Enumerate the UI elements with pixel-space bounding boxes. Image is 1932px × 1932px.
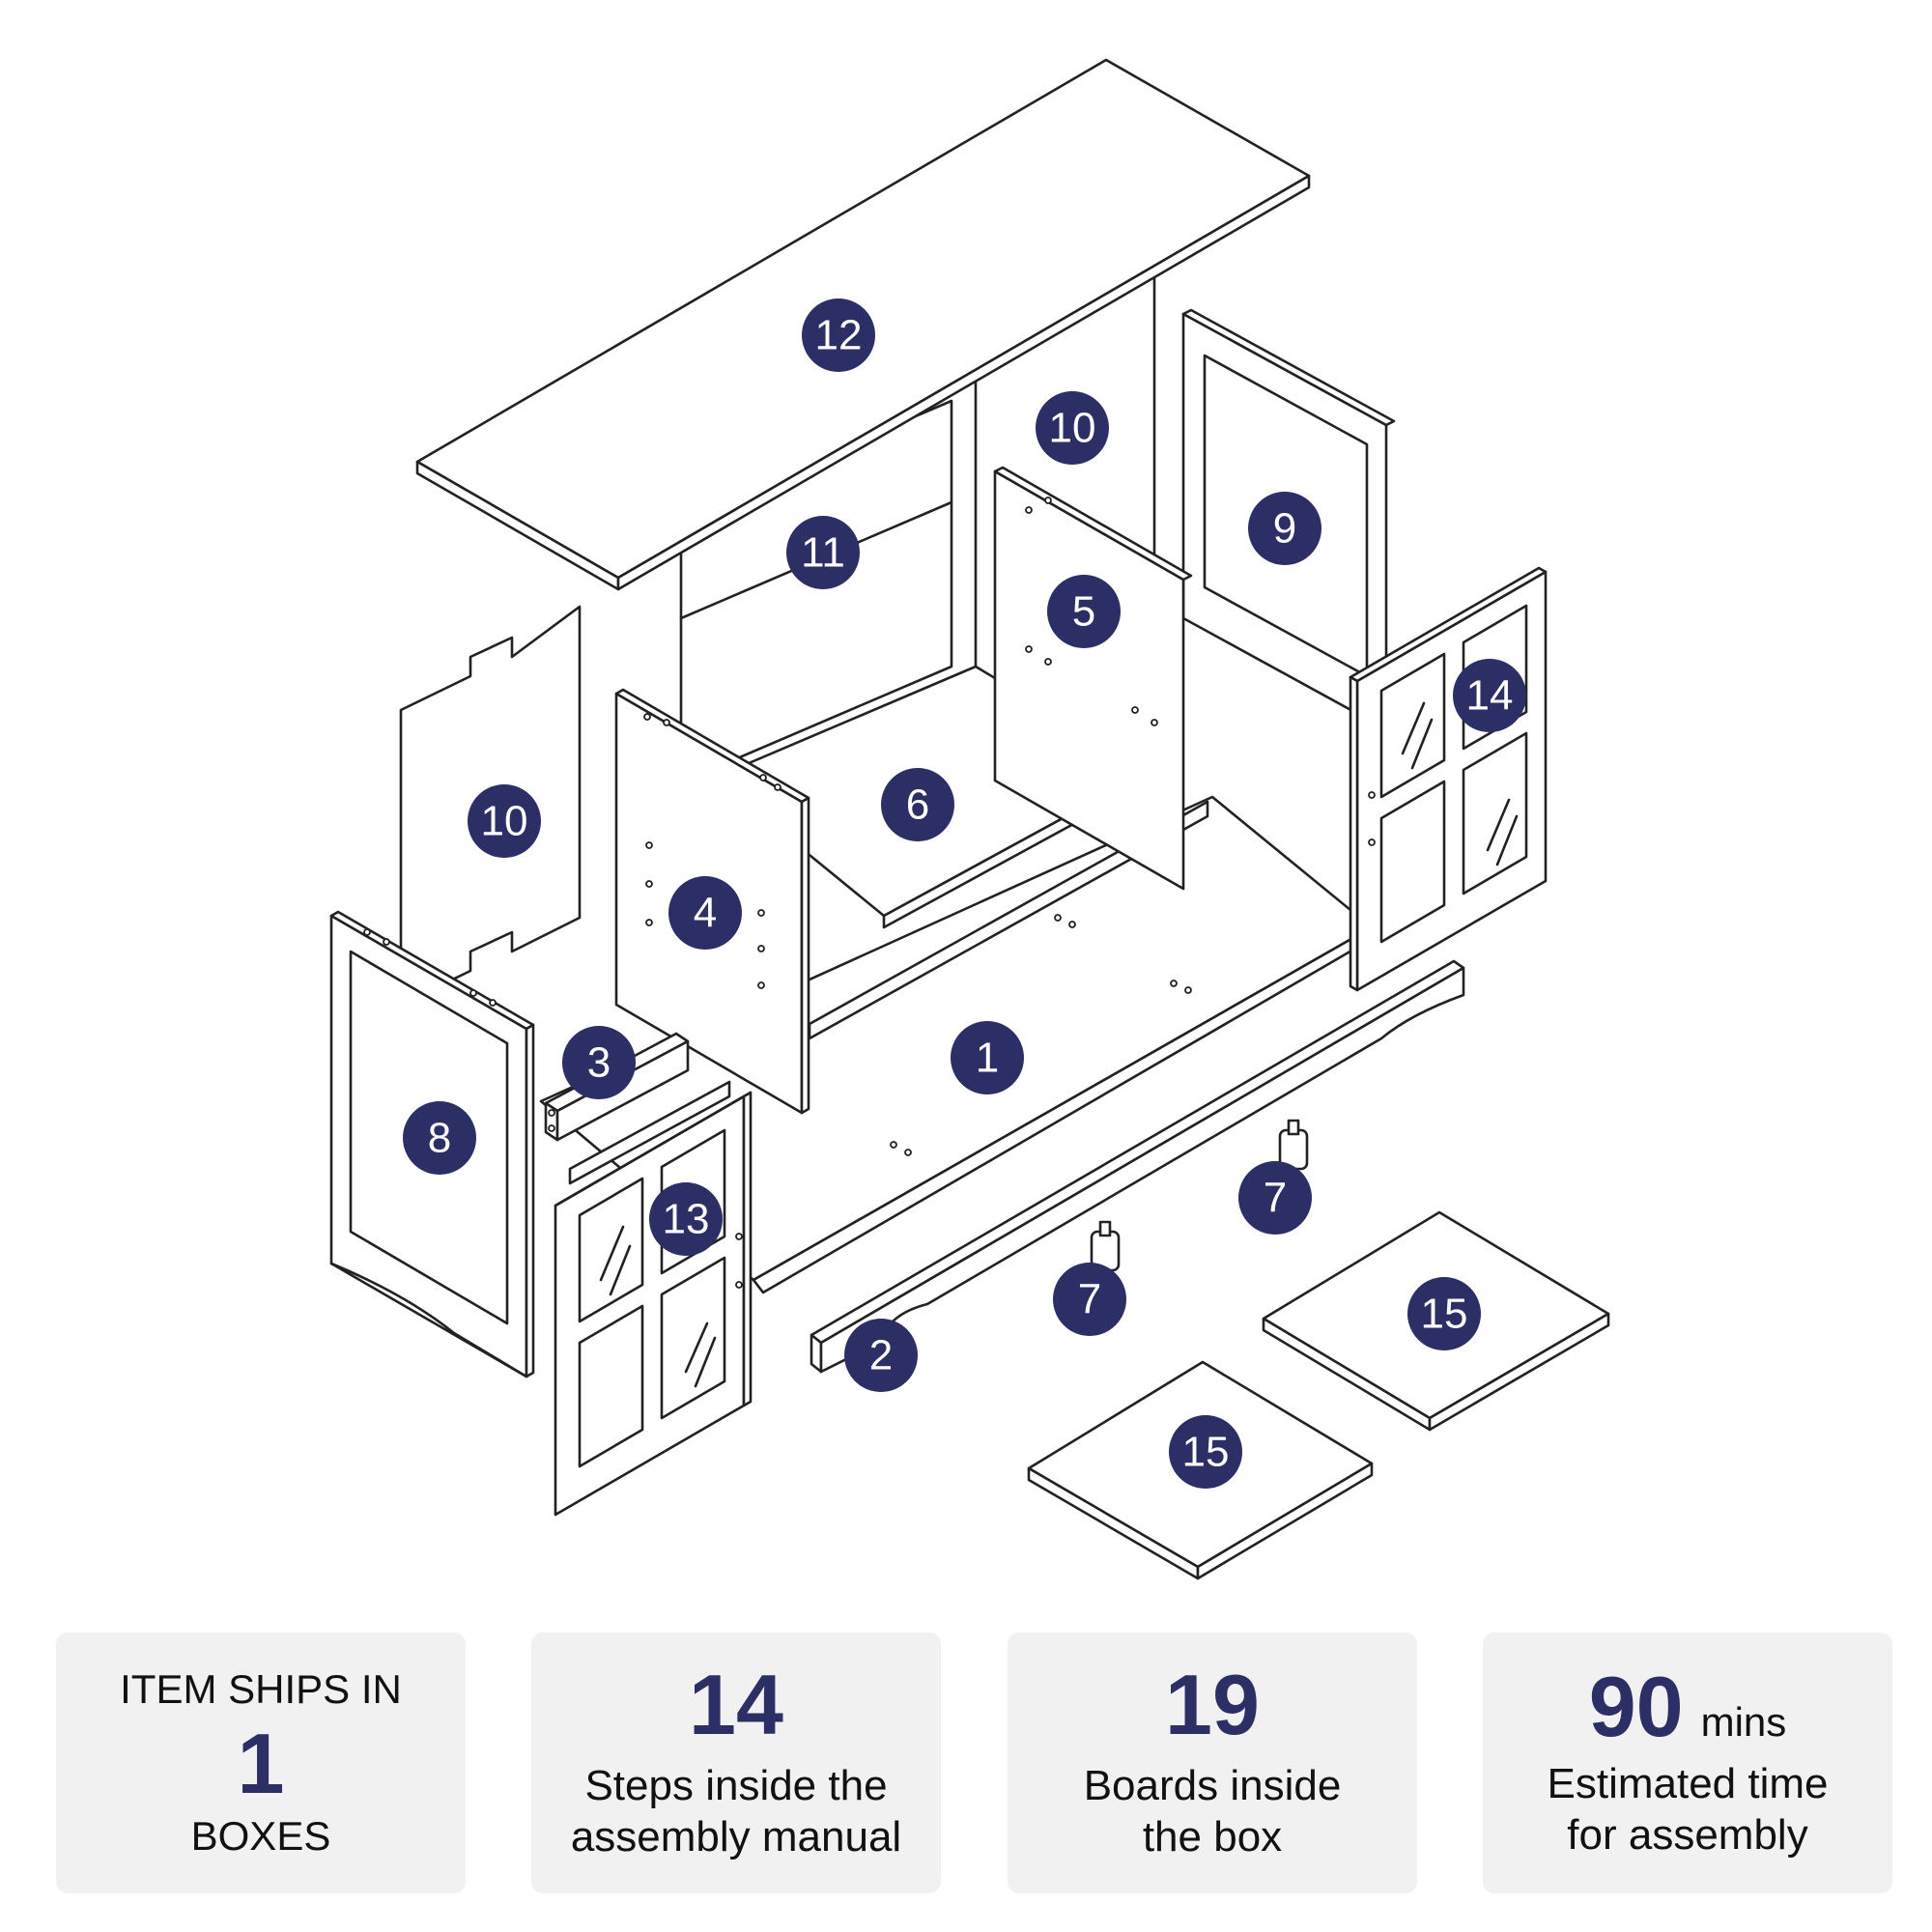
svg-text:10: 10 [481,798,528,845]
callout-14: 14 [1453,659,1526,732]
callout-13: 13 [649,1182,723,1256]
svg-text:15: 15 [1421,1291,1468,1338]
callout-7-right: 7 [1238,1161,1312,1235]
ships-in-label: ITEM SHIPS IN [120,1665,402,1712]
callout-11: 11 [786,516,860,589]
svg-text:5: 5 [1072,588,1095,636]
boards-label-line1: Boards inside [1083,1762,1342,1810]
callout-10-side: 10 [468,784,541,858]
svg-text:11: 11 [801,529,845,577]
callout-6: 6 [881,768,954,841]
callout-15-right: 15 [1407,1277,1481,1350]
svg-text:8: 8 [428,1115,451,1162]
door-14 [1349,566,1548,992]
time-value: 90 [1588,1659,1684,1755]
stat-card-time: 90 mins Estimated time for assembly [1483,1633,1892,1893]
callout-7-left: 7 [1053,1263,1126,1336]
stat-card-boxes: ITEM SHIPS IN 1 BOXES [56,1633,466,1893]
callout-9: 9 [1248,492,1321,565]
svg-text:7: 7 [1264,1175,1287,1222]
boxes-label: BOXES [190,1813,331,1859]
svg-text:7: 7 [1078,1276,1101,1323]
time-label-line2: for assembly [1567,1811,1808,1859]
svg-text:15: 15 [1182,1429,1230,1476]
callout-5: 5 [1047,575,1121,648]
exploded-assembly-diagram: 12 10 9 11 5 14 10 6 4 3 1 8 13 7 7 15 2… [329,58,1610,1580]
boxes-count: 1 [237,1716,285,1811]
time-label-line1: Estimated time [1547,1760,1829,1808]
time-value-row: 90 mins [1589,1664,1787,1749]
callout-15-left: 15 [1169,1415,1242,1489]
svg-text:9: 9 [1273,505,1296,553]
stat-card-steps: 14 Steps inside the assembly manual [531,1633,941,1893]
steps-label-line2: assembly manual [570,1813,902,1861]
leg-7-left [1090,1220,1121,1272]
callout-4: 4 [668,876,742,950]
callout-10-back: 10 [1036,391,1109,465]
callout-8: 8 [403,1101,476,1175]
svg-text:1: 1 [976,1035,999,1082]
svg-text:4: 4 [694,890,717,937]
svg-text:2: 2 [869,1332,893,1379]
boards-label-line2: the box [1142,1813,1283,1861]
callout-2: 2 [844,1319,918,1392]
steps-label-line1: Steps inside the [584,1762,888,1810]
leg-7-right [1278,1119,1309,1171]
boards-count: 19 [1165,1657,1260,1753]
door-13 [554,1091,753,1517]
callout-3: 3 [562,1026,636,1099]
callout-12: 12 [802,298,875,372]
svg-text:14: 14 [1466,672,1514,720]
time-unit: mins [1700,1699,1787,1746]
svg-text:6: 6 [906,781,929,829]
svg-text:3: 3 [587,1039,611,1087]
steps-count: 14 [689,1657,783,1753]
bottom-rail [568,1080,731,1185]
svg-text:10: 10 [1049,405,1096,452]
divider-panel-5 [993,466,1193,891]
svg-text:12: 12 [815,312,863,359]
stat-card-boards: 19 Boards inside the box [1008,1633,1417,1893]
callout-1: 1 [951,1021,1024,1094]
svg-text:13: 13 [663,1196,710,1243]
